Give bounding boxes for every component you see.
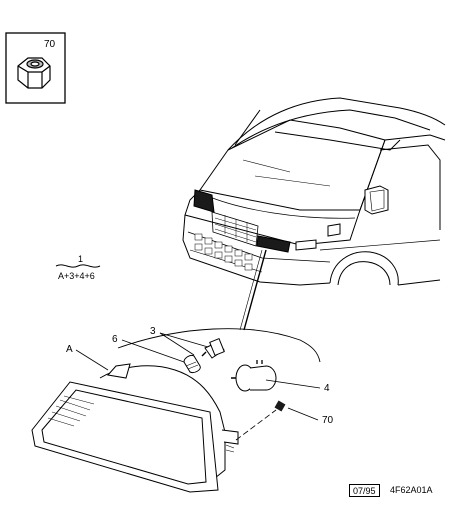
mounting-axis [235,409,277,441]
callout-leaders [75,332,321,421]
inset-part-number: 70 [44,39,56,50]
callout-1-label: 1 [78,254,83,264]
callout-1-group: 1 A+3+4+6 [55,254,101,281]
nut-icon [17,57,51,89]
headlight-assembly [31,363,239,493]
wavy-mark-icon [55,264,101,268]
callout-4-label: 4 [324,383,330,394]
callout-70-label: 70 [322,415,334,426]
bulb-socket-3-icon [201,337,225,359]
callout-1-variants: A+3+4+6 [58,271,95,281]
callout-leader-van [239,249,267,331]
van-front-illustration [182,97,446,286]
inset-nut-detail: 70 [5,32,66,104]
callout-A-label: A [66,344,73,355]
date-code: 07/95 [349,484,380,497]
nut-70-icon [274,400,286,412]
bulb-4-icon [231,360,277,392]
callout-3-label: 3 [150,326,156,337]
bulb-6-icon [183,355,201,373]
callout-6-label: 6 [112,334,118,345]
figure-code: 4F62A01A [390,485,433,495]
